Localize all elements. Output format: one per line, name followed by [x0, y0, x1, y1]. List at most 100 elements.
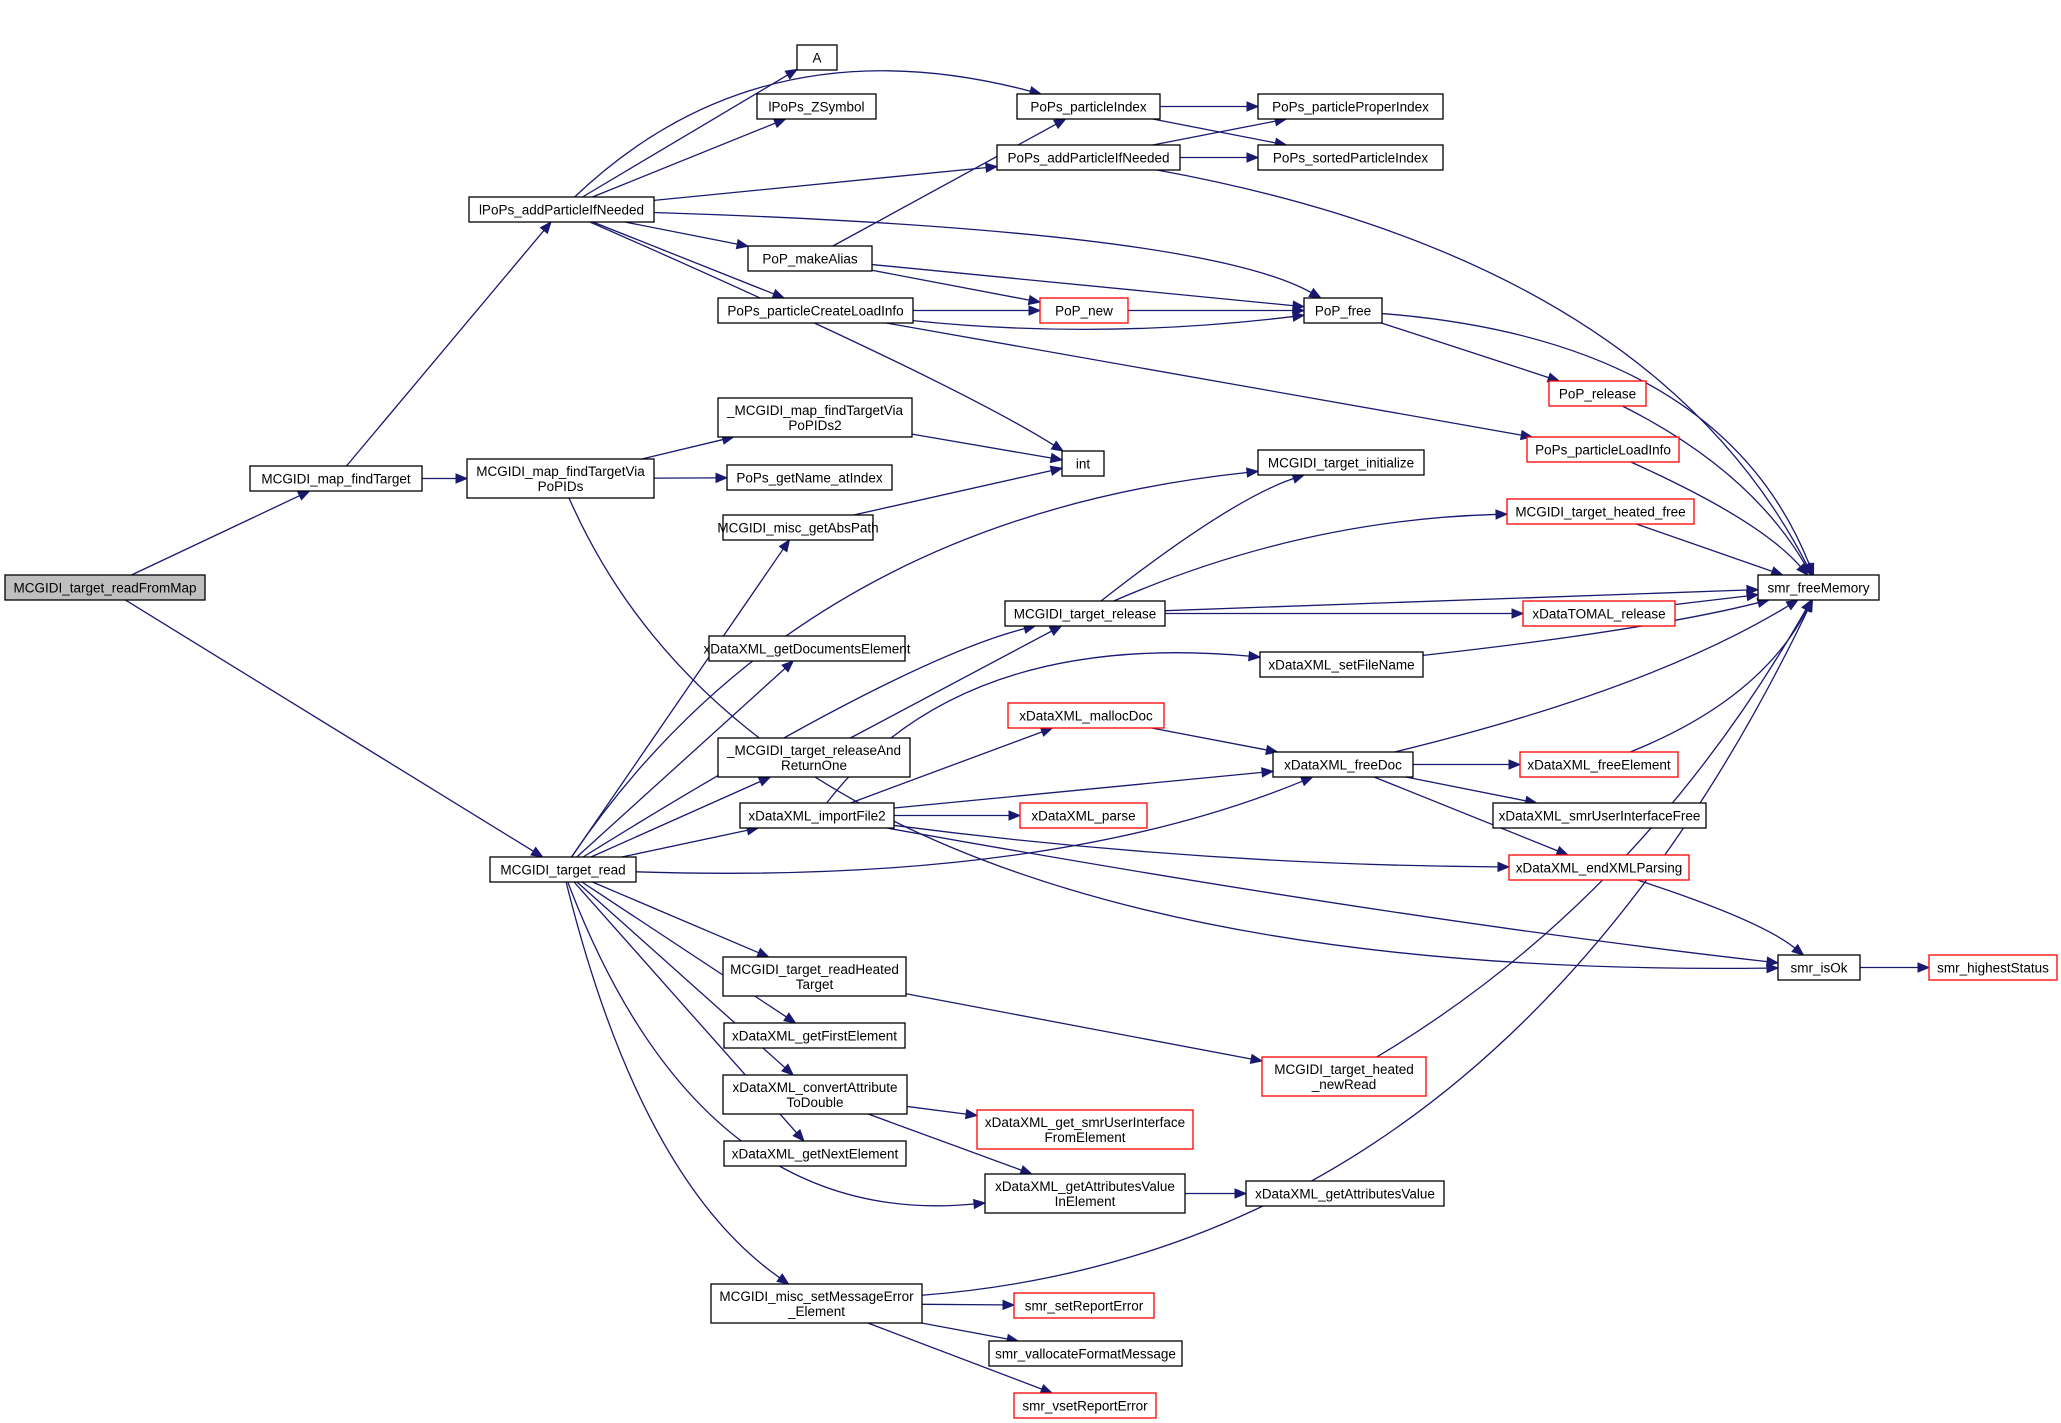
node-label: xDataXML_get_smrUserInterface — [985, 1115, 1185, 1130]
arrowhead — [1261, 767, 1275, 778]
node-xfe[interactable]: xDataXML_freeElement — [1519, 751, 1679, 778]
edge-line — [893, 824, 1499, 868]
node-ppcli[interactable]: PoPs_particleCreateLoadInfo — [717, 297, 914, 324]
node-box — [1272, 751, 1414, 778]
node-xgfe[interactable]: xDataXML_getFirstElement — [723, 1022, 906, 1049]
node-svfm[interactable]: smr_vallocateFormatMessage — [988, 1340, 1183, 1367]
node-label: xDataXML_freeDoc — [1284, 758, 1402, 773]
node-shs[interactable]: smr_highestStatus — [1928, 954, 2058, 981]
edge-line — [1156, 169, 1808, 566]
node-mtr[interactable]: MCGIDI_target_release — [1004, 600, 1166, 627]
node-sok[interactable]: smr_isOk — [1777, 954, 1861, 981]
node-sre[interactable]: smr_setReportError — [1013, 1292, 1155, 1319]
arrowhead — [1791, 943, 1805, 956]
node-box — [1004, 600, 1166, 627]
edge-mftp2-to-int — [911, 433, 1064, 464]
node-label: xDataXML_parse — [1031, 809, 1135, 824]
edge-mftp-to-pgni — [653, 472, 729, 484]
node-box — [976, 1109, 1194, 1150]
node-mthf[interactable]: MCGIDI_target_heated_free — [1506, 498, 1695, 525]
node-prel[interactable]: PoP_release — [1548, 380, 1647, 407]
edge-line — [893, 771, 1263, 809]
node-mti[interactable]: MCGIDI_target_initialize — [1257, 449, 1425, 476]
node-box — [717, 397, 913, 438]
edge-tread-to-xgde — [576, 660, 795, 858]
edge-line — [570, 471, 1248, 858]
edge-line — [850, 630, 1052, 739]
edge-xgavie-to-xgav — [1185, 1188, 1248, 1199]
node-label: xDataXML_endXMLParsing — [1516, 861, 1683, 876]
node-lzs[interactable]: lPoPs_ZSymbol — [756, 93, 877, 120]
edge-line — [1674, 595, 1748, 606]
edge-xif2-to-sok — [886, 827, 1780, 967]
edge-line — [1152, 118, 1276, 144]
node-pnew[interactable]: PoP_new — [1039, 297, 1129, 324]
node-pspi[interactable]: PoPs_sortedParticleIndex — [1257, 144, 1444, 171]
node-label: xDataXML_getFirstElement — [732, 1029, 897, 1044]
node-box — [1522, 600, 1676, 627]
edge-line — [850, 731, 1043, 804]
node-lpap[interactable]: lPoPs_addParticleIfNeeded — [468, 196, 655, 223]
node-mthn[interactable]: MCGIDI_target_heated_newRead — [1261, 1056, 1427, 1097]
node-box — [468, 196, 655, 223]
node-tread[interactable]: MCGIDI_target_read — [489, 856, 637, 883]
node-papn[interactable]: PoPs_addParticleIfNeeded — [996, 144, 1181, 171]
edge-line — [1630, 461, 1801, 568]
node-mft[interactable]: MCGIDI_map_findTarget — [249, 465, 423, 492]
node-box — [996, 144, 1181, 171]
node-xparse[interactable]: xDataXML_parse — [1019, 802, 1148, 829]
node-ppi[interactable]: PoPs_particleIndex — [1016, 93, 1161, 120]
node-box — [796, 44, 838, 71]
edge-line — [1405, 776, 1526, 802]
node-root[interactable]: MCGIDI_target_readFromMap — [4, 574, 206, 601]
arrowhead — [1248, 650, 1262, 662]
node-pfree[interactable]: PoP_free — [1303, 297, 1383, 324]
node-xexp[interactable]: xDataXML_endXMLParsing — [1508, 854, 1690, 881]
edge-mtrh-to-mthn — [905, 993, 1264, 1065]
edge-pfree-to-prel — [1381, 322, 1561, 383]
arrowhead — [757, 776, 772, 787]
node-xgne[interactable]: xDataXML_getNextElement — [723, 1140, 907, 1167]
node-xtr[interactable]: xDataTOMAL_release — [1522, 600, 1676, 627]
arrowhead — [1249, 1053, 1264, 1065]
node-pppi[interactable]: PoPs_particleProperIndex — [1257, 93, 1444, 120]
node-xgde[interactable]: xDataXML_getDocumentsElement — [703, 635, 911, 662]
node-label: _Element — [787, 1304, 845, 1319]
node-sfm[interactable]: smr_freeMemory — [1757, 574, 1880, 601]
node-xsuif[interactable]: xDataXML_smrUserInterfaceFree — [1492, 802, 1707, 829]
arrowhead — [784, 68, 799, 80]
node-svre[interactable]: smr_vsetReportError — [1013, 1392, 1157, 1419]
node-pma[interactable]: PoP_makeAlias — [747, 245, 873, 272]
node-xfd[interactable]: xDataXML_freeDoc — [1272, 751, 1414, 778]
node-label: smr_isOk — [1791, 961, 1848, 976]
edge-tread-to-xgavie — [567, 881, 987, 1210]
node-pgni[interactable]: PoPs_getName_atIndex — [726, 464, 893, 491]
edge-line — [1637, 879, 1796, 949]
arrowhead — [781, 1063, 795, 1076]
edge-line — [1152, 120, 1276, 146]
node-ppli[interactable]: PoPs_particleLoadInfo — [1526, 436, 1680, 463]
node-xif2[interactable]: xDataXML_importFile2 — [739, 802, 895, 829]
node-box — [1506, 498, 1695, 525]
edge-lpap-to-int — [589, 221, 1065, 452]
edge-line — [641, 438, 724, 460]
edge-line — [1113, 513, 1497, 602]
edge-line — [592, 881, 759, 954]
node-int[interactable]: int — [1061, 450, 1105, 477]
edge-line — [581, 881, 787, 1018]
node-xmd[interactable]: xDataXML_mallocDoc — [1007, 702, 1165, 729]
node-label: MCGIDI_map_findTargetVia — [476, 464, 645, 479]
node-mgap[interactable]: MCGIDI_misc_getAbsPath — [717, 514, 879, 541]
node-xsfn[interactable]: xDataXML_setFileName — [1259, 651, 1424, 678]
node-xgav[interactable]: xDataXML_getAttributesValue — [1245, 1180, 1445, 1207]
node-mmse[interactable]: MCGIDI_misc_setMessageError_Element — [710, 1283, 923, 1324]
node-label: PoPIDs — [538, 479, 584, 494]
node-A[interactable]: A — [796, 44, 838, 71]
